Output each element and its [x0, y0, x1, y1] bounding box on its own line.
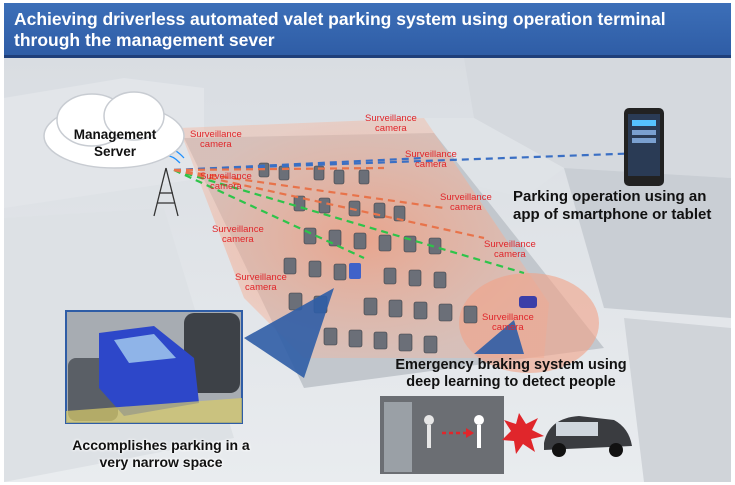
surveillance-camera-label: Surveillance camera: [440, 192, 492, 213]
building-bottom-right: [624, 318, 731, 482]
smartphone-caption-line-2: app of smartphone or tablet: [513, 206, 712, 223]
surveillance-camera-label: Surveillance camera: [212, 224, 264, 245]
target-car: [349, 263, 361, 279]
surveillance-camera-label: Surveillance camera: [405, 149, 457, 170]
management-server-line-1: Management: [73, 127, 157, 142]
management-server-cloud: [43, 91, 185, 169]
surveillance-camera-label: Surveillance camera: [190, 129, 242, 150]
title-bar: Achieving driverless automated valet par…: [4, 3, 731, 58]
emergency-braking-illustration: [380, 396, 632, 474]
management-server-label: Management Server: [65, 126, 165, 160]
building-right: [564, 168, 731, 318]
narrow-parking-caption-line-1: Accomplishes parking in a: [72, 437, 250, 453]
smartphone-icon: [624, 108, 664, 186]
title-line-2: through the management sever: [14, 30, 275, 50]
smartphone-caption-line-1: Parking operation using an: [513, 188, 707, 205]
management-server-line-2: Server: [93, 144, 137, 159]
emergency-braking-caption-line-1: Emergency braking system using: [395, 357, 627, 373]
surveillance-camera-label: Surveillance camera: [484, 239, 536, 260]
building-top-right: [464, 58, 731, 178]
emergency-braking-caption-line-2: deep learning to detect people: [406, 374, 616, 390]
narrow-parking-inset: [65, 310, 243, 424]
title-line-1: Achieving driverless automated valet par…: [14, 9, 666, 29]
surveillance-camera-label: Surveillance camera: [482, 312, 534, 333]
narrow-parking-caption: Accomplishes parking in a very narrow sp…: [57, 437, 265, 471]
surveillance-camera-label: Surveillance camera: [235, 272, 287, 293]
moving-car: [519, 296, 537, 308]
surveillance-camera-label: Surveillance camera: [365, 113, 417, 134]
narrow-parking-caption-line-2: very narrow space: [99, 454, 223, 470]
smartphone-caption: Parking operation using an app of smartp…: [513, 188, 711, 224]
emergency-braking-caption: Emergency braking system using deep lear…: [380, 357, 642, 391]
parking-scene-illustration: [4, 58, 731, 482]
surveillance-camera-label: Surveillance camera: [200, 171, 252, 192]
parking-scene: [4, 58, 731, 482]
